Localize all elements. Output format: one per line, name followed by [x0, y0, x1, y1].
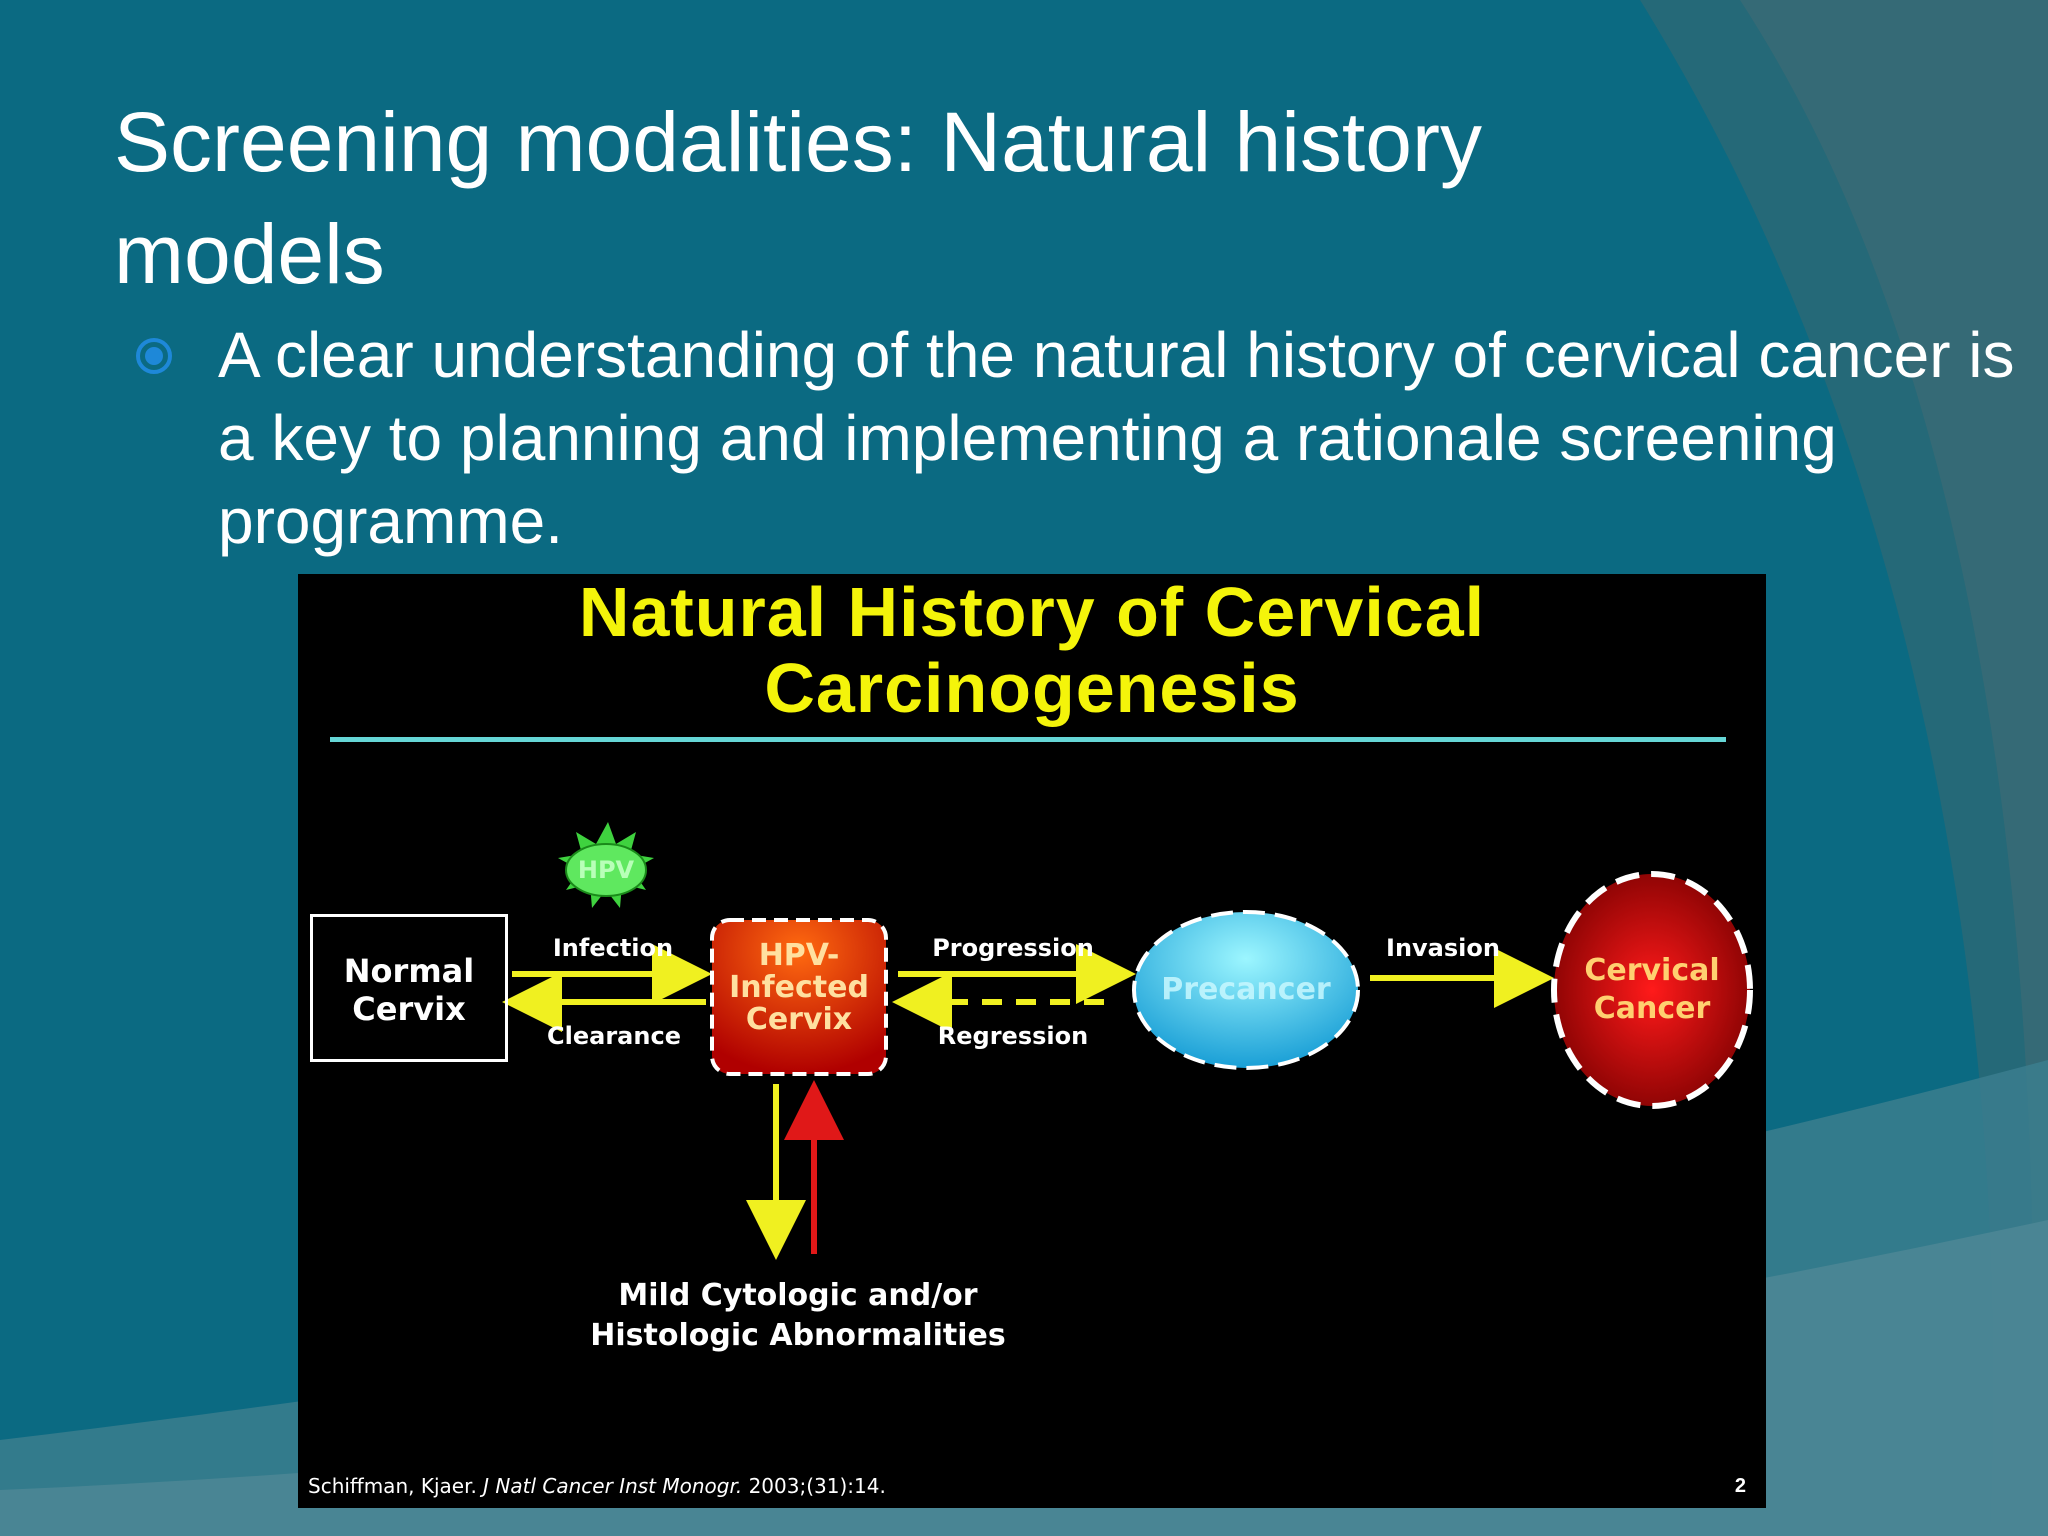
normal-cervix-line-1: Normal: [343, 952, 475, 990]
precancer-label: Precancer: [1161, 972, 1331, 1007]
figure-title-line-2: Carcinogenesis: [764, 649, 1300, 727]
infected-cervix-label: HPV- Infected Cervix: [712, 940, 886, 1036]
normal-cervix-box: [310, 914, 508, 1062]
figure-title-line-1: Natural History of Cervical: [578, 573, 1486, 651]
page-number: 2: [1734, 1475, 1746, 1497]
invasion-label: Invasion: [1386, 934, 1500, 962]
hpv-badge-label: HPV: [577, 856, 635, 884]
infection-label: Infection: [552, 934, 674, 962]
cervical-cancer-circle: [1551, 871, 1753, 1109]
abnormalities-label: Mild Cytologic and/or Histologic Abnorma…: [498, 1276, 1098, 1356]
bullet-text: A clear understanding of the natural his…: [218, 319, 2015, 557]
infected-line-2: Infected: [729, 970, 869, 1005]
cancer-line-1: Cervical: [1584, 953, 1720, 988]
slide-title: Screening modalities: Natural history mo…: [114, 95, 1482, 301]
abnormal-line-2: Histologic Abnormalities: [590, 1318, 1006, 1353]
bullet-target-icon: [136, 338, 172, 374]
regression-label: Regression: [937, 1022, 1089, 1050]
progression-label: Progression: [932, 934, 1094, 962]
infected-line-3: Cervix: [745, 1002, 853, 1037]
cervical-cancer-label: Cervical Cancer: [1554, 952, 1750, 1028]
citation-journal: J Natl Cancer Inst Monogr.: [483, 1474, 743, 1498]
figure-title: Natural History of Cervical Carcinogenes…: [298, 574, 1766, 726]
abnormal-line-1: Mild Cytologic and/or: [618, 1278, 978, 1313]
infected-cervix-box: [710, 918, 888, 1076]
clearance-label: Clearance: [547, 1022, 681, 1050]
cancer-line-2: Cancer: [1593, 991, 1711, 1026]
flow-diagram: [502, 822, 1753, 1260]
precancer-ellipse: [1132, 910, 1360, 1070]
infected-line-1: HPV-: [758, 938, 840, 973]
citation-details: 2003;(31):14.: [748, 1474, 886, 1498]
citation: Schiffman, Kjaer. J Natl Cancer Inst Mon…: [308, 1474, 886, 1498]
hpv-starburst-icon: [558, 822, 654, 908]
normal-cervix-line-2: Cervix: [352, 990, 466, 1028]
citation-authors: Schiffman, Kjaer.: [308, 1474, 477, 1498]
natural-history-figure: Natural History of Cervical Carcinogenes…: [298, 574, 1766, 1508]
normal-cervix-label: Normal Cervix: [310, 952, 508, 1028]
title-rule: [330, 737, 1726, 742]
